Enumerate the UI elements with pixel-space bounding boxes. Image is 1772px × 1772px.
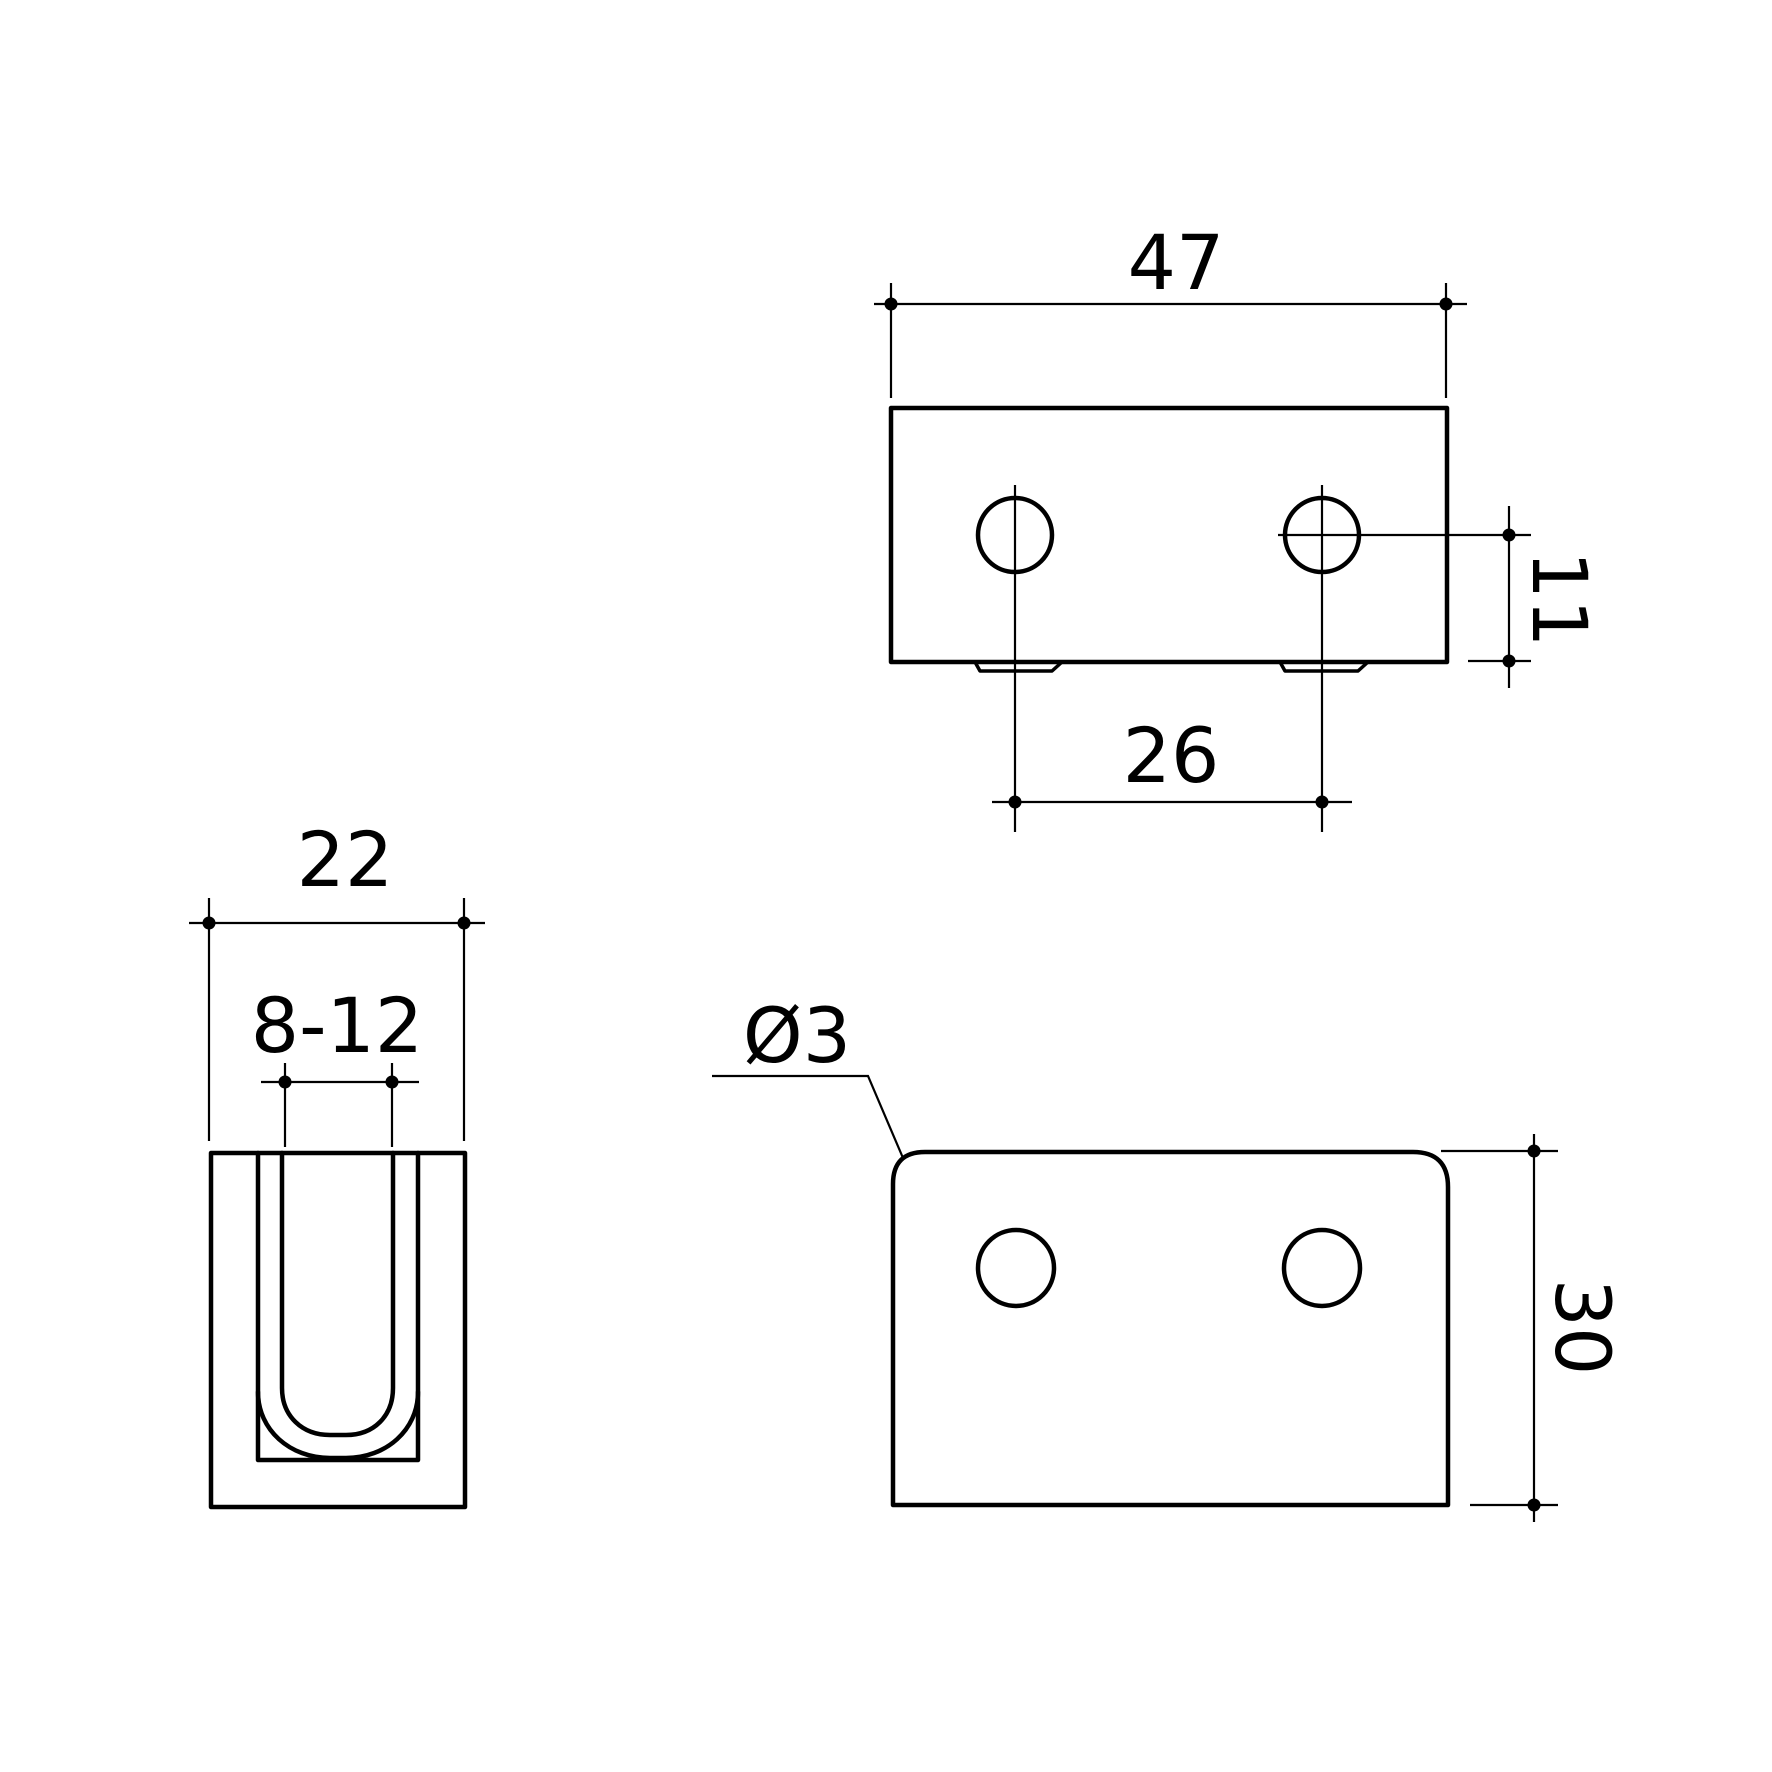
dimension-30-label: 30 [1538, 1279, 1627, 1376]
side-view-gasket-slot [279, 1150, 396, 1438]
dimension-11-label: 11 [1515, 551, 1604, 648]
dimension-8-12: 8-12 [251, 981, 423, 1147]
dimension-26: 26 [992, 711, 1352, 809]
top-view: 47 26 11 [874, 218, 1604, 832]
dimension-26-label: 26 [1123, 711, 1220, 800]
side-view: 22 8-12 [189, 815, 485, 1510]
side-view-gasket-outer [255, 1389, 421, 1461]
dimension-47: 47 [874, 218, 1467, 398]
front-view-hole-left [975, 1227, 1057, 1309]
side-view-outer-body [208, 1150, 468, 1510]
dimension-22: 22 [189, 815, 485, 1141]
dimension-corner-diameter: Ø3 [712, 991, 905, 1159]
dimension-corner-label: Ø3 [743, 991, 851, 1080]
dimension-22-label: 22 [297, 815, 394, 904]
front-view-body [890, 1149, 1451, 1508]
dimension-11: 11 [1468, 506, 1604, 688]
dimension-47-label: 47 [1128, 218, 1225, 307]
front-view: Ø3 30 [712, 991, 1627, 1522]
front-view-hole-right [1281, 1227, 1363, 1309]
dimension-30: 30 [1441, 1134, 1627, 1522]
dimension-8-12-label: 8-12 [251, 981, 423, 1070]
